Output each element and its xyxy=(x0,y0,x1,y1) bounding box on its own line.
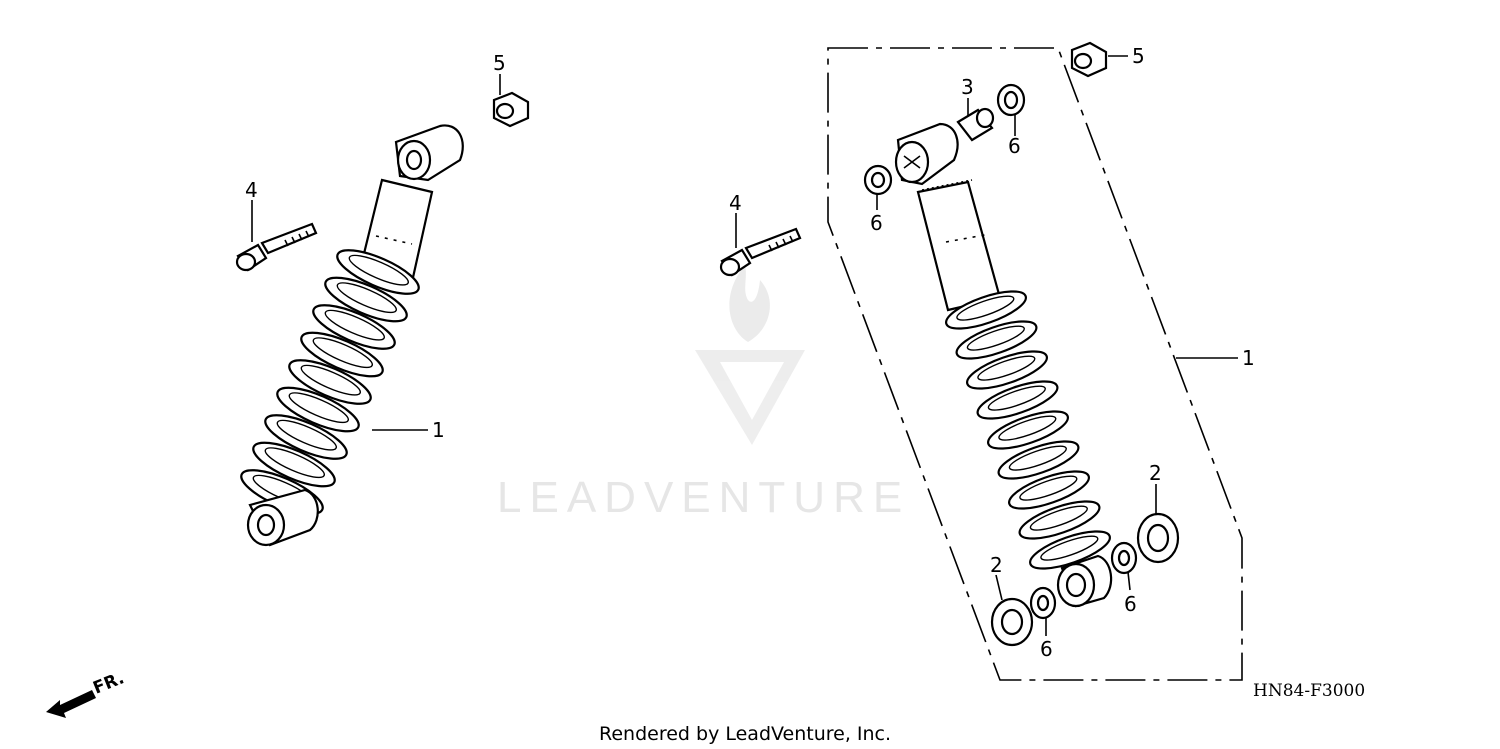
diagram-code: HN84-F3000 xyxy=(1253,681,1365,701)
spring-coil-inner xyxy=(987,385,1046,411)
front-direction-label: FR. xyxy=(90,668,127,698)
right-shock-absorber xyxy=(894,122,1113,608)
left-shock-absorber xyxy=(240,124,464,547)
spring-coil-inner xyxy=(956,295,1015,321)
left-bolt xyxy=(235,222,318,272)
callout-left-shock: 1 xyxy=(432,418,445,442)
spring-coil-inner xyxy=(1019,475,1078,501)
spring-coil-inner xyxy=(348,254,410,286)
left-nut xyxy=(492,91,530,128)
spring-coil-inner xyxy=(336,282,398,314)
spring-coil-inner xyxy=(998,415,1057,441)
callout-seal-bottom-right: 6 xyxy=(1124,592,1137,616)
seal-top-left xyxy=(863,164,893,196)
callout-seal-top-right: 6 xyxy=(1008,134,1021,158)
spring-coil-inner xyxy=(312,337,374,369)
bush-left xyxy=(990,597,1034,647)
callout-bush-right: 2 xyxy=(1149,461,1162,485)
front-arrow-icon xyxy=(46,690,96,718)
callout-left-nut: 5 xyxy=(493,51,506,75)
spring-coil-inner xyxy=(966,325,1025,351)
callout-right-assembly: 1 xyxy=(1242,346,1255,370)
spring-coil xyxy=(288,359,372,405)
spring-coil-inner xyxy=(1029,505,1088,531)
spring-coil xyxy=(252,441,336,488)
spring-coil-inner xyxy=(300,364,362,396)
callout-right-bolt: 4 xyxy=(729,191,742,215)
right-bolt xyxy=(719,227,802,277)
collar xyxy=(956,107,995,142)
callout-left-bolt: 4 xyxy=(245,178,258,202)
callout-collar: 3 xyxy=(961,75,974,99)
seal-top-right xyxy=(996,83,1026,117)
spring-coil xyxy=(324,276,408,323)
bush-right xyxy=(1136,512,1180,564)
callout-right-nut: 5 xyxy=(1132,44,1145,68)
spring-coil-inner xyxy=(1040,535,1099,561)
callout-seal-top-left: 6 xyxy=(870,211,883,235)
spring-coil xyxy=(336,249,420,295)
spring-coil xyxy=(312,304,396,350)
watermark-logo xyxy=(695,265,805,445)
watermark-text: LEADVENTURE xyxy=(497,473,910,522)
spring-coil xyxy=(264,414,348,460)
spring-coil-inner xyxy=(276,419,338,451)
spring-coil-inner xyxy=(324,309,386,341)
spring-coil xyxy=(276,386,360,433)
render-credit: Rendered by LeadVenture, Inc. xyxy=(599,723,891,745)
spring-coil-inner xyxy=(264,447,326,479)
spring-coil-inner xyxy=(977,355,1036,381)
callout-bush-left: 2 xyxy=(990,553,1003,577)
assembly-boundary xyxy=(827,47,1243,681)
callout-seal-bottom-left: 6 xyxy=(1040,637,1053,661)
spring-coil-inner xyxy=(288,392,350,424)
spring-coil-inner xyxy=(1008,445,1067,471)
seal-bottom-left xyxy=(1029,586,1057,620)
spring-coil xyxy=(300,331,384,378)
right-nut xyxy=(1070,41,1108,78)
seal-bottom-right xyxy=(1110,541,1138,575)
